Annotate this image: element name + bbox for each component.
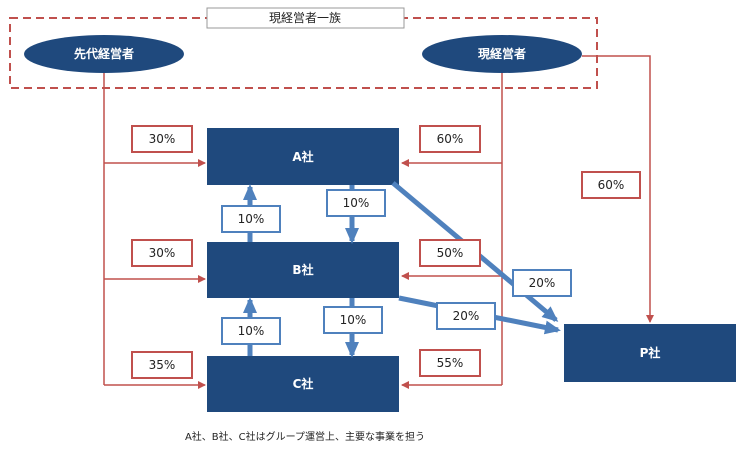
company-p-label: P社 <box>640 345 661 360</box>
current-owner-label: 現経営者 <box>478 46 526 61</box>
pct-current-c: 55% <box>437 356 464 370</box>
pct-a-p-box <box>512 269 572 297</box>
pct-current-a: 60% <box>437 132 464 146</box>
pct-c-b: 10% <box>238 324 265 338</box>
pct-a-b: 10% <box>343 196 370 210</box>
pct-predecessor-b: 30% <box>149 246 176 260</box>
pct-c-b-box <box>221 317 281 345</box>
pct-predecessor-c-box <box>131 351 193 379</box>
pct-predecessor-b-box <box>131 239 193 267</box>
family-group-label-box <box>206 7 405 29</box>
pct-predecessor-c: 35% <box>149 358 176 372</box>
pct-predecessor-a: 30% <box>149 132 176 146</box>
company-b-label: B社 <box>292 262 313 277</box>
pct-b-p: 20% <box>453 309 480 323</box>
pct-b-a-box <box>221 205 281 233</box>
company-b-box <box>207 242 399 298</box>
pct-a-p: 20% <box>529 276 556 290</box>
predecessor-label: 先代経営者 <box>74 46 134 61</box>
pct-predecessor-a-box <box>131 125 193 153</box>
company-p-box <box>564 324 736 382</box>
pct-a-b-box <box>326 189 386 217</box>
current-to-p-arrow <box>582 55 654 323</box>
pct-b-c: 10% <box>340 313 367 327</box>
pct-current-b-box <box>419 239 481 267</box>
pct-current-c-box <box>419 349 481 377</box>
family-group-label: 現経営者一族 <box>269 11 341 25</box>
company-a-box <box>207 128 399 185</box>
pct-current-p-box <box>581 171 641 199</box>
pct-current-b: 50% <box>437 246 464 260</box>
pct-b-a: 10% <box>238 212 265 226</box>
pct-current-p: 60% <box>598 178 625 192</box>
pct-b-p-box <box>436 302 496 330</box>
company-c-box <box>207 356 399 412</box>
predecessor-ellipse <box>24 35 184 73</box>
company-c-label: C社 <box>293 376 314 391</box>
diagram-caption: A社、B社、C社はグループ運営上、主要な事業を担う <box>185 430 425 443</box>
pct-b-c-box <box>323 306 383 334</box>
pct-current-a-box <box>419 125 481 153</box>
current-owner-ellipse <box>422 35 582 73</box>
company-a-label: A社 <box>292 149 313 164</box>
